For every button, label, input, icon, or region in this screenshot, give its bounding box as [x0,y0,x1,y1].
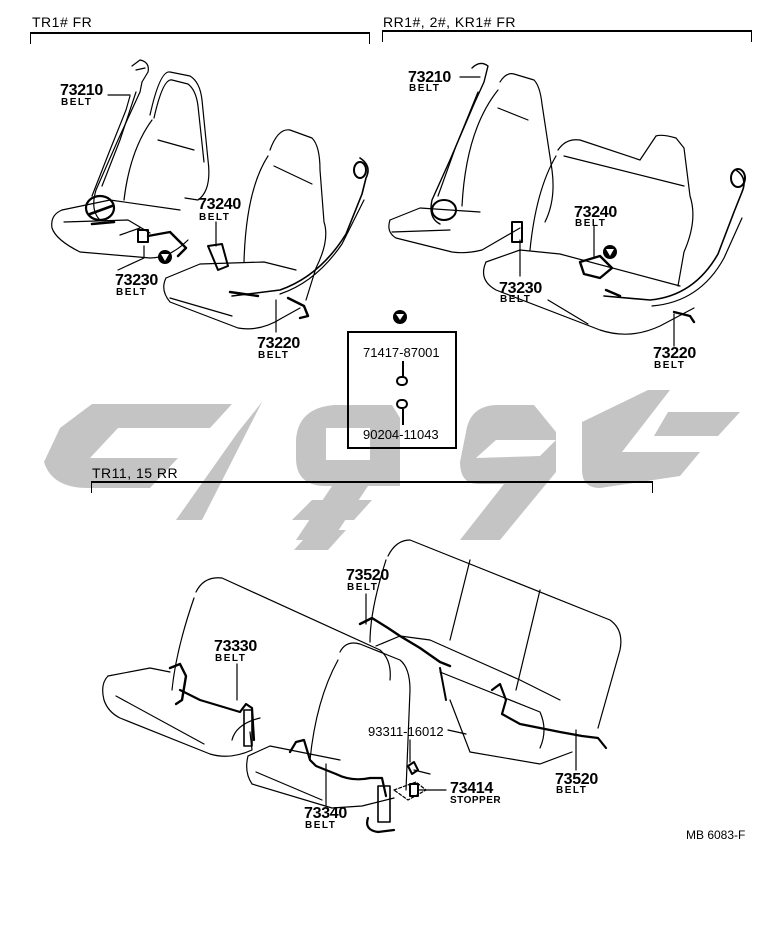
inset-box: 71417-87001 90204-11043 [347,331,457,449]
rr1-left-seat [388,73,554,254]
callout-73414-label: STOPPER [450,795,502,806]
callout-73520-lower-label: BELT [556,785,588,796]
callout-73520-lower: 73520 [555,771,598,788]
callout-73220: 73220 [653,345,696,362]
callout-73340-label: BELT [305,820,337,831]
rr1-bench-seat [483,134,695,335]
callout-73210-label: BELT [61,97,93,108]
section-bracket-tr11-rr [91,481,653,493]
callout-93311-16012: 93311-16012 [368,724,444,739]
callout-73230-label: BELT [116,287,148,298]
callout-73240-label: BELT [575,218,607,229]
tr11-stopper-parts [393,761,447,801]
inset-leader [402,361,404,377]
tr11-left-bench [102,577,391,757]
callout-73210-label: BELT [409,83,441,94]
section-bracket-tr1-fr [30,32,370,44]
callout-73330-label: BELT [215,653,247,664]
callout-73414: 73414 [450,780,493,797]
tr11-mid-belt [288,738,396,834]
inset-part-71417-87001: 71417-87001 [363,345,440,360]
tr1-right-seat [163,129,327,330]
callout-73220: 73220 [257,335,300,352]
callout-73230-label: BELT [500,294,532,305]
callout-73230: 73230 [115,272,158,289]
tr11-right-belt [358,616,608,750]
section-title-rr1-fr: RR1#, 2#, KR1# FR [383,14,516,30]
inset-marker-icon [393,310,407,324]
callout-73330: 73330 [214,638,257,655]
callout-73240: 73240 [574,204,617,221]
callout-73220-label: BELT [654,360,686,371]
tr11-mid-bench [246,642,411,809]
tr11-right-bench [369,539,622,765]
rr1-left-belt [430,62,523,243]
clip-icon [396,399,408,409]
tr1-left-belt [84,59,188,258]
callout-73240: 73240 [198,196,241,213]
section-title-tr11-rr: TR11, 15 RR [92,465,179,481]
section-title-tr1-fr: TR1# FR [32,14,93,30]
callout-73210: 73210 [60,82,103,99]
tr1-right-belt [228,157,369,320]
callout-73230: 73230 [499,280,542,297]
section-bracket-rr1-fr [382,30,752,42]
drawing-code: MB 6083-F [686,828,746,842]
callout-73520-upper-label: BELT [347,582,379,593]
callout-73240-label: BELT [199,212,231,223]
callout-73520-upper: 73520 [346,567,389,584]
inset-part-90204-11043: 90204-11043 [363,427,439,442]
callout-73220-label: BELT [258,350,290,361]
callout-73210: 73210 [408,69,451,86]
rr1-bench-belt [578,168,746,324]
nut-icon [396,376,408,386]
callout-73340: 73340 [304,805,347,822]
inset-leader [402,409,404,425]
tr11-left-belt [168,662,256,747]
